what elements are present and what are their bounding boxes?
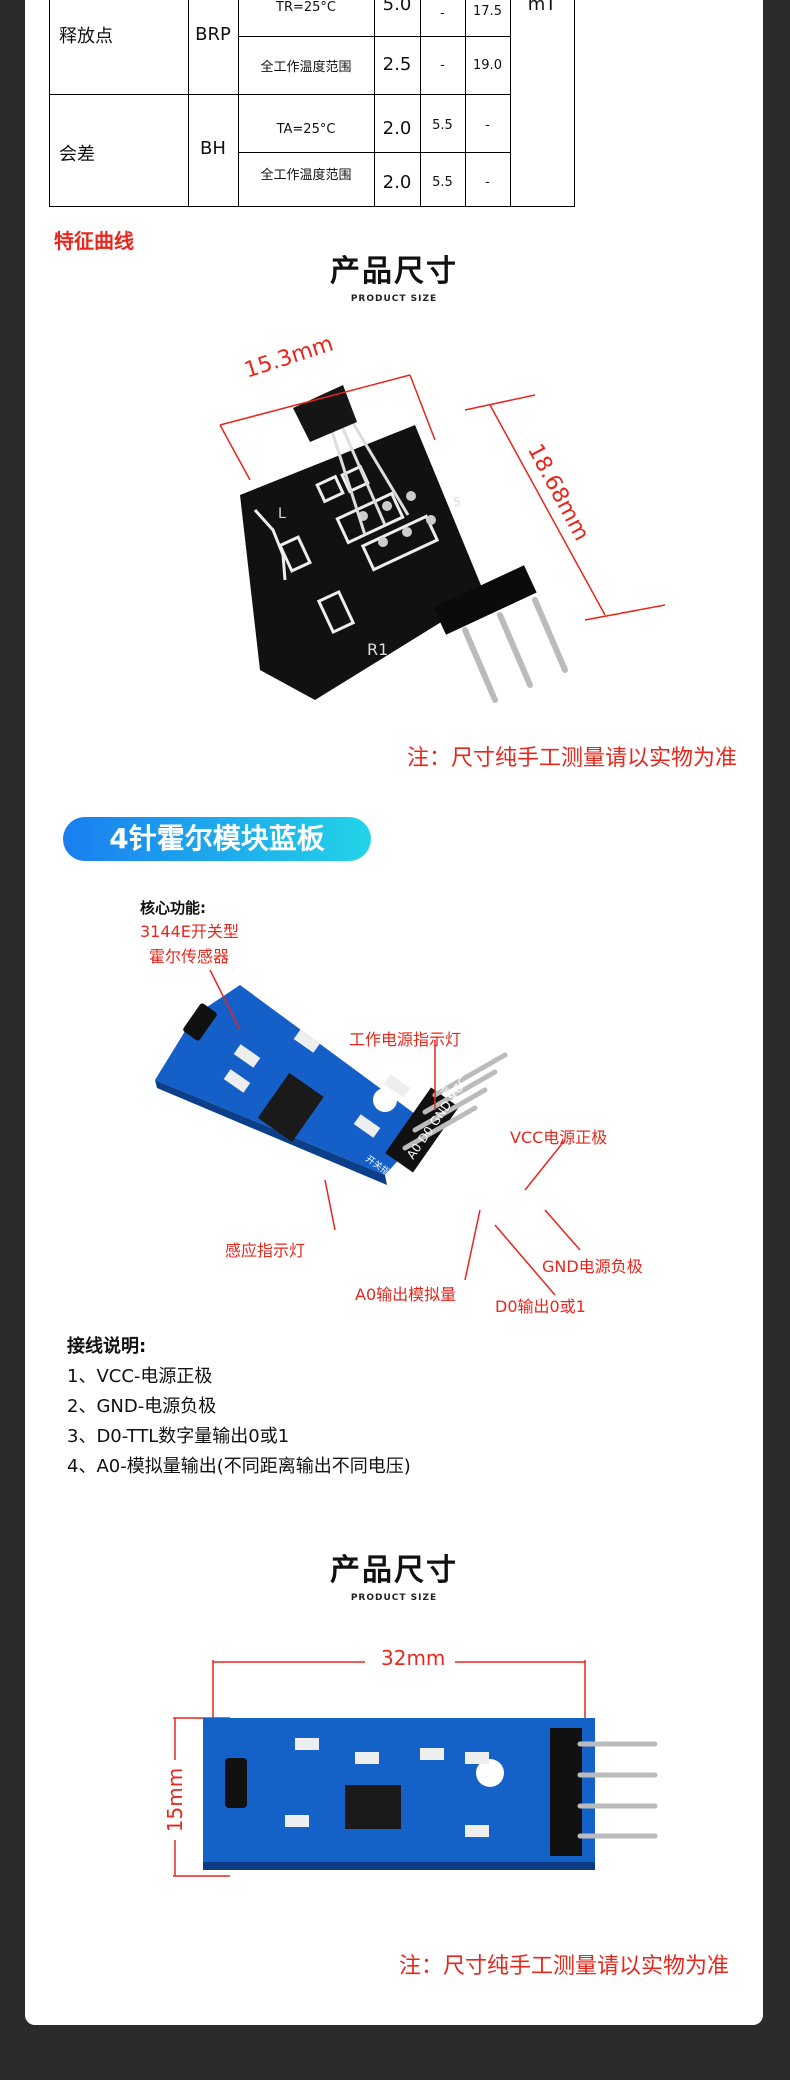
section-subtitle: PRODUCT SIZE — [350, 1593, 438, 1603]
condition: TR=25°C — [276, 0, 336, 15]
core-value-line-2: 霍尔传感器 — [149, 947, 230, 966]
symbol-brp: BRP — [195, 24, 231, 45]
max-value: - — [485, 175, 490, 190]
min-value: 2.0 — [382, 172, 412, 193]
a0-callout: A0输出模拟量 — [355, 1285, 457, 1304]
dimension-width: 32mm — [381, 1646, 446, 1670]
wiring-item: 4、A0-模拟量输出(不同距离输出不同电压) — [67, 1456, 411, 1477]
min-value: 2.5 — [382, 54, 412, 75]
vcc-callout: VCC电源正极 — [510, 1128, 608, 1147]
silk-l: L — [278, 506, 286, 522]
param-release-point: 释放点 — [59, 26, 113, 47]
blue-module-image: A0 D0 GND VCC 电源指示 开关指示 — [155, 969, 581, 1296]
wiring-item: 3、D0-TTL数字量输出0或1 — [67, 1426, 290, 1447]
symbol-bh: BH — [200, 138, 226, 159]
product-detail-page: 释放点 BRP TR=25°C 5.0 - 17.5 全工作温度范围 2.5 -… — [25, 0, 763, 2025]
typ-value: 5.5 — [432, 175, 453, 190]
wiring-title: 接线说明: — [67, 1336, 147, 1357]
size-note: 注：尺寸纯手工测量请以实物为准 — [407, 746, 738, 771]
typ-value: - — [440, 6, 445, 21]
max-value: - — [485, 118, 490, 133]
max-value: 19.0 — [473, 58, 502, 73]
gnd-callout: GND电源负极 — [542, 1257, 643, 1276]
core-value-line-1: 3144E开关型 — [140, 922, 239, 941]
min-value: 2.0 — [382, 118, 412, 139]
hall-sensor-board-image: L S R1 — [219, 374, 666, 703]
sense-led-callout: 感应指示灯 — [225, 1241, 306, 1260]
condition: TA=25°C — [276, 122, 336, 137]
banner-title: 4针霍尔模块蓝板 — [109, 822, 325, 855]
core-function-label: 核心功能: — [140, 899, 206, 917]
dimension-height: 15mm — [163, 1767, 188, 1833]
power-led-callout: 工作电源指示灯 — [349, 1030, 462, 1049]
param-hysteresis: 会差 — [59, 144, 95, 165]
max-value: 17.5 — [473, 4, 502, 19]
wiring-item: 2、GND-电源负极 — [67, 1396, 217, 1417]
section-subtitle: PRODUCT SIZE — [350, 294, 438, 304]
section-title: 产品尺寸 — [330, 254, 458, 289]
wiring-item: 1、VCC-电源正极 — [67, 1366, 213, 1387]
typ-value: 5.5 — [432, 118, 453, 133]
min-value: 5.0 — [382, 0, 412, 15]
d0-callout: D0输出0或1 — [495, 1297, 586, 1316]
blue-module-dimension-image — [173, 1660, 658, 1877]
curve-label: 特征曲线 — [54, 229, 134, 253]
unit: mT — [527, 0, 557, 15]
silk-r1: R1 — [367, 640, 388, 659]
section-banner: 4针霍尔模块蓝板 — [63, 817, 371, 861]
condition: 全工作温度范围 — [260, 60, 352, 75]
size-note: 注：尺寸纯手工测量请以实物为准 — [399, 1954, 730, 1979]
condition: 全工作温度范围 — [260, 168, 352, 183]
silk-s: S — [453, 495, 461, 509]
section-title: 产品尺寸 — [330, 1553, 458, 1588]
typ-value: - — [440, 58, 445, 73]
